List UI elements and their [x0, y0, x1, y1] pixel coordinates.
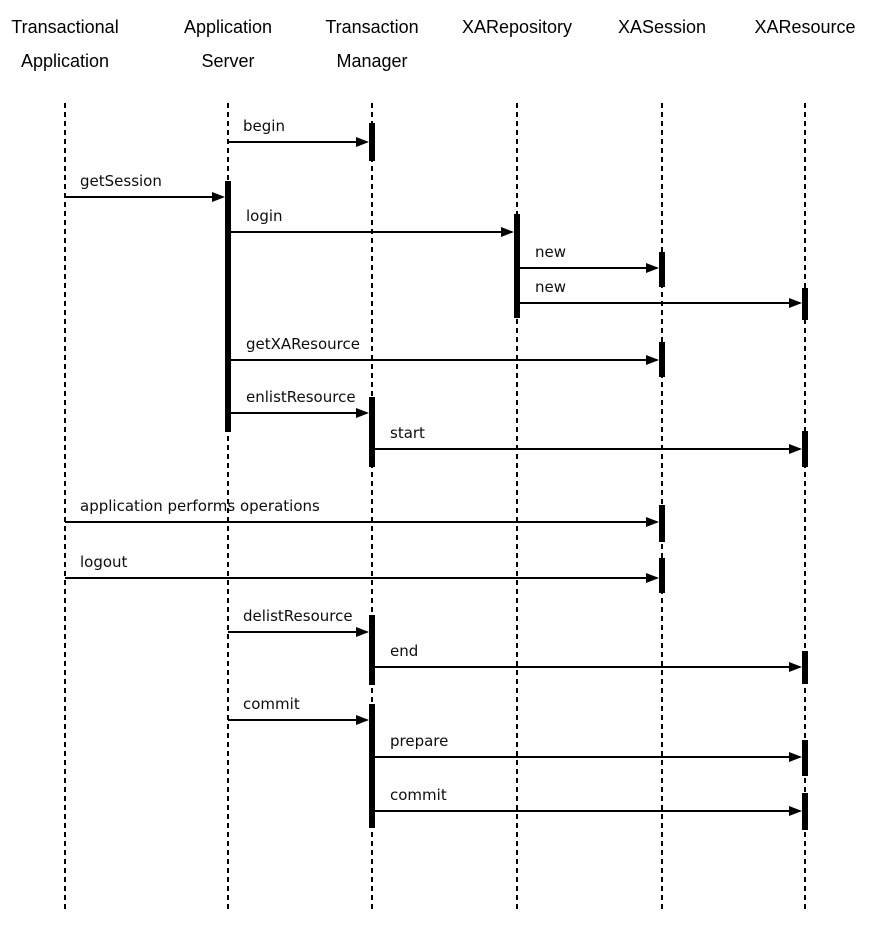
message-label: commit	[243, 695, 300, 713]
activation-bar-xasession	[659, 558, 665, 593]
message-label: enlistResource	[246, 388, 356, 406]
message-label: delistResource	[243, 607, 353, 625]
message-line-end	[375, 666, 800, 668]
message-line-delistResource	[228, 631, 367, 633]
activation-bar-transaction-manager	[369, 704, 375, 828]
arrowhead-icon	[356, 408, 369, 418]
arrowhead-icon	[646, 355, 659, 365]
arrowhead-icon	[789, 444, 802, 454]
activation-bar-xasession	[659, 342, 665, 377]
message-label: commit	[390, 786, 447, 804]
activation-bar-xaresource	[802, 793, 808, 830]
message-line-start	[375, 448, 800, 450]
arrowhead-icon	[646, 517, 659, 527]
arrowhead-icon	[356, 715, 369, 725]
lifeline-header-transactional-application: Transactional Application	[11, 17, 119, 71]
lifeline-line-xarepository	[516, 103, 518, 910]
message-label: logout	[80, 553, 128, 571]
message-line-commit	[228, 719, 367, 721]
message-line-logout	[65, 577, 657, 579]
arrowhead-icon	[789, 298, 802, 308]
activation-bar-xasession	[659, 252, 665, 287]
message-label: begin	[243, 117, 285, 135]
activation-bar-xaresource	[802, 288, 808, 320]
message-label: getSession	[80, 172, 162, 190]
lifeline-header-transaction-manager: Transaction Manager	[325, 17, 419, 71]
arrowhead-icon	[646, 573, 659, 583]
arrowhead-icon	[356, 627, 369, 637]
message-label: end	[390, 642, 419, 660]
activation-bar-transaction-manager	[369, 397, 375, 467]
message-label: new	[535, 278, 567, 296]
message-label: start	[390, 424, 425, 442]
arrowhead-icon	[356, 137, 369, 147]
activation-bar-xarepository	[514, 214, 520, 318]
message-line-enlistResource	[231, 412, 367, 414]
message-line-new	[520, 302, 800, 304]
lifeline-header-xaresource: XAResource	[754, 17, 856, 37]
message-line-commit	[375, 810, 800, 812]
lifeline-header-application-server: Application Server	[183, 17, 273, 71]
message-line-begin	[228, 141, 367, 143]
arrowhead-icon	[789, 806, 802, 816]
message-label: new	[535, 243, 567, 261]
activation-bar-xasession	[659, 505, 665, 542]
message-line-application-performs-operations	[65, 521, 657, 523]
arrowhead-icon	[212, 192, 225, 202]
message-line-prepare	[375, 756, 800, 758]
activation-bar-xaresource	[802, 431, 808, 467]
lifeline-header-xasession: XASession	[617, 17, 707, 37]
message-line-getSession	[65, 196, 223, 198]
activation-bar-transaction-manager	[369, 615, 375, 685]
arrowhead-icon	[789, 662, 802, 672]
lifeline-line-transactional-application	[64, 103, 66, 910]
arrowhead-icon	[646, 263, 659, 273]
activation-bar-xaresource	[802, 740, 808, 776]
arrowhead-icon	[501, 227, 514, 237]
message-label: login	[246, 207, 283, 225]
message-line-new	[520, 267, 657, 269]
lifeline-line-application-server	[227, 103, 229, 910]
lifeline-line-xaresource	[804, 103, 806, 910]
message-label: getXAResource	[246, 335, 360, 353]
arrowhead-icon	[789, 752, 802, 762]
lifeline-line-transaction-manager	[371, 103, 373, 910]
activation-bar-transaction-manager	[369, 123, 375, 161]
message-line-getXAResource	[231, 359, 657, 361]
activation-bar-application-server	[225, 181, 231, 432]
message-label: application performs operations	[80, 497, 320, 515]
activation-bar-xaresource	[802, 651, 808, 684]
message-label: prepare	[390, 732, 449, 750]
message-line-login	[231, 231, 512, 233]
lifeline-header-xarepository: XARepository	[461, 17, 573, 37]
